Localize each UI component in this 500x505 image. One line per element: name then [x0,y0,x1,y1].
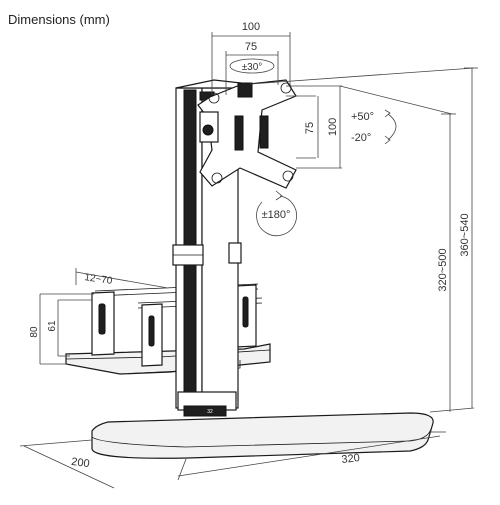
rotation-indicator: ±180° [256,190,297,237]
tilt-up-label: +50° [351,111,374,123]
base-plate [91,412,434,459]
cpu-width-label: 12~70 [84,272,114,287]
cpu-holder [65,283,271,375]
rotation-label: ±180° [262,209,291,221]
vesa-plate [197,79,297,189]
vesa-side-inner-label: 75 [304,122,316,134]
diagram-title: Dimensions (mm) [8,12,110,27]
base-dimensions: 200 320 [19,431,446,489]
height-total-label: 360~540 [459,213,471,256]
tilt-down-label: -20° [351,132,371,144]
vesa-top-dimensions: 100 75 ±30° [211,21,291,95]
height-pole-label: 320~500 [437,248,449,291]
swivel-label: ±30° [242,62,263,73]
vesa-side-dimensions: 75 100 [286,85,342,169]
vesa-inner-label: 75 [245,41,257,53]
vesa-outer-label: 100 [242,21,260,33]
svg-text:32: 32 [207,409,213,415]
cpu-holder-dimensions: 12~70 80 61 [29,268,169,365]
cpu-outer-height-label: 80 [29,326,40,338]
base-width-label: 320 [341,452,361,466]
pole: 32 [172,79,251,417]
height-dimensions: 320~500 360~540 [249,67,478,413]
tilt-indicator: +50° -20° [351,109,397,145]
base-depth-label: 200 [70,456,90,470]
vesa-side-outer-label: 100 [327,118,339,136]
cpu-inner-height-label: 61 [47,320,58,332]
